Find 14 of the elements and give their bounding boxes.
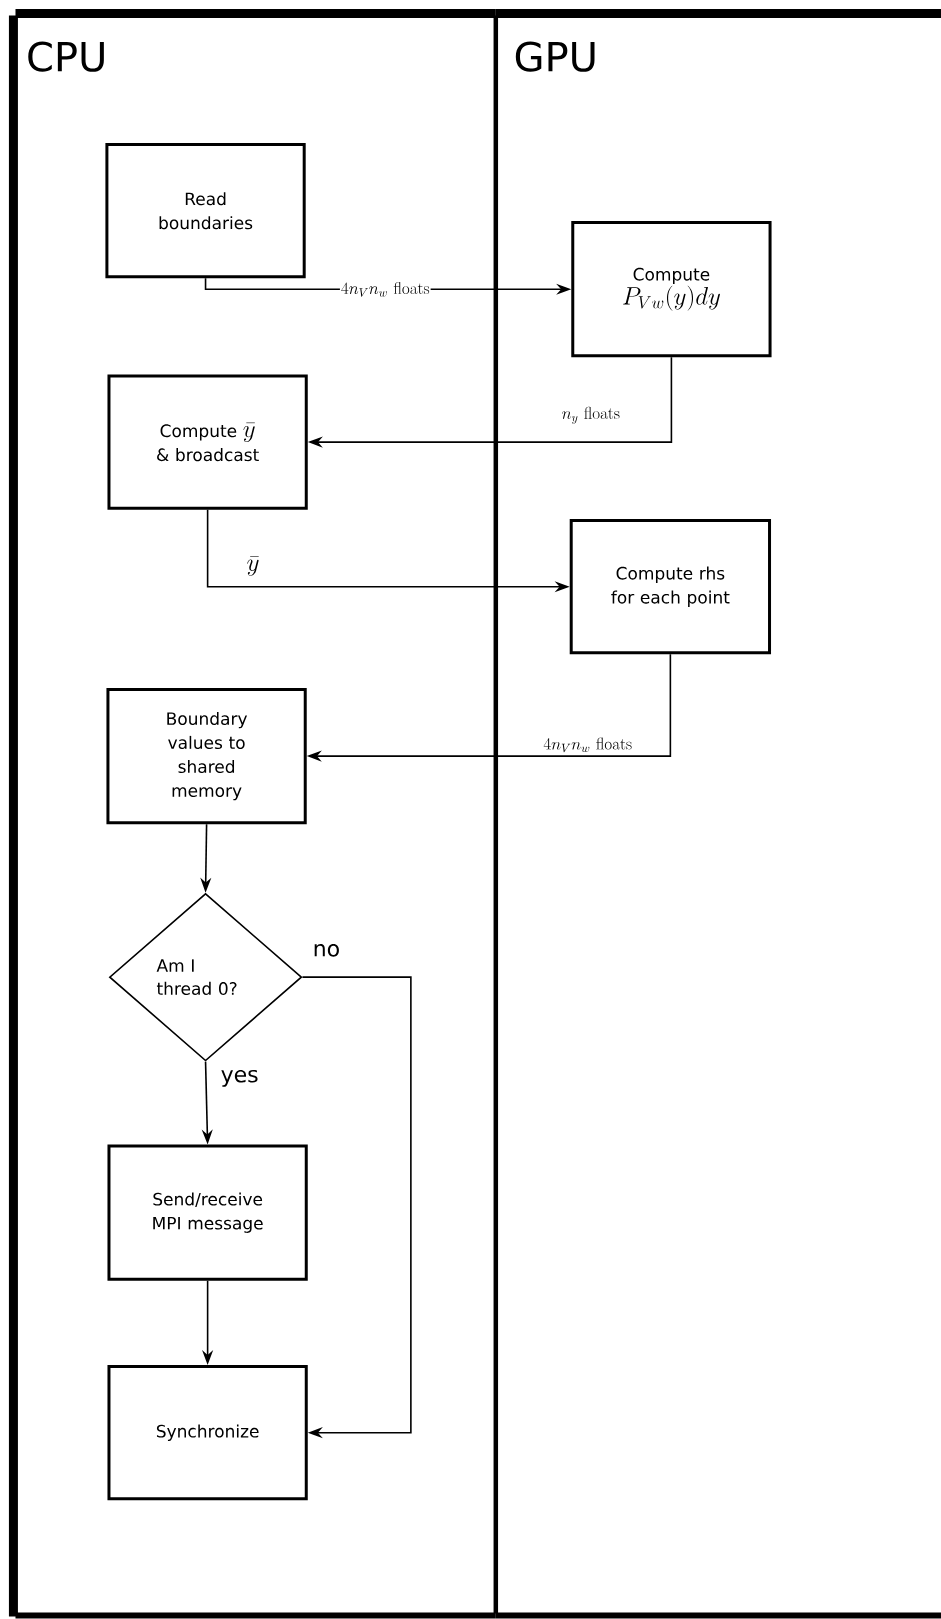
edge-label: $4n_Vn_w\ \mathrm{floats}$ <box>339 281 431 298</box>
process-box: Boundary values to shared memory <box>106 688 307 825</box>
process-box: Synchronize <box>107 1365 308 1501</box>
edge-label: $n_y\ \mathrm{floats}$ <box>560 405 621 425</box>
process-box: Compute rhs for each point <box>569 519 772 655</box>
process-box: Compute $\bar{y}$ & broadcast <box>107 374 308 510</box>
process-box: Read boundaries <box>105 143 306 279</box>
edge-label: no <box>311 943 342 958</box>
edge-label: yes <box>219 1068 260 1088</box>
arrow <box>301 976 412 1439</box>
process-box: Compute $P_{Vw}(y)dy$ <box>571 221 772 358</box>
edge-label: $\bar{y}$ <box>245 555 261 577</box>
edge-label: $4n_Vn_w\ \mathrm{floats}$ <box>542 736 634 753</box>
process-box: Send/receive MPI message <box>107 1144 308 1281</box>
